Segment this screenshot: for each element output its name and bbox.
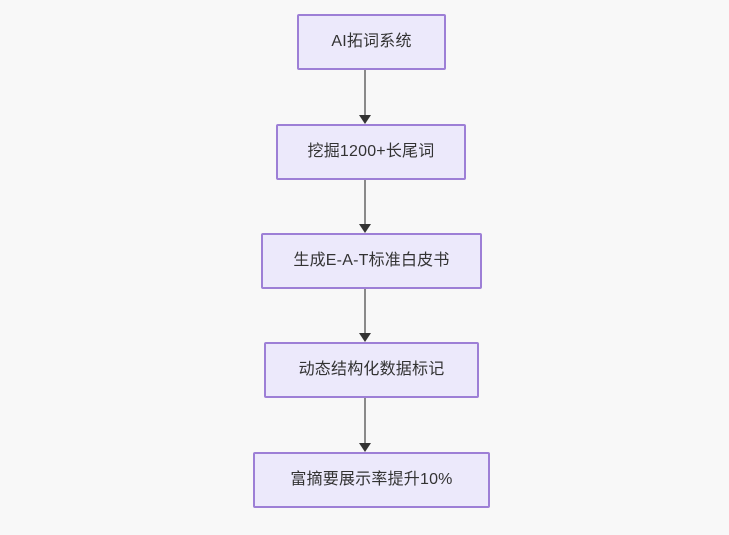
flowchart-node-label: 动态结构化数据标记 (298, 361, 445, 379)
flowchart-node-label: 生成E-A-T标准白皮书 (293, 252, 450, 270)
arrow-down-icon (359, 443, 371, 452)
flowchart-node-ai-keyword-system[interactable]: AI拓词系统 (297, 14, 446, 70)
connector-line (364, 70, 366, 116)
flowchart-arrow-connector (359, 289, 371, 342)
flowchart-node-label: 富摘要展示率提升10% (290, 471, 453, 489)
connector-line (364, 289, 366, 334)
flowchart-node-mine-longtail-keywords[interactable]: 挖掘1200+长尾词 (276, 124, 466, 180)
arrow-down-icon (359, 115, 371, 124)
flowchart-node-label: 挖掘1200+长尾词 (307, 143, 435, 161)
flowchart-node-generate-eat-whitepaper[interactable]: 生成E-A-T标准白皮书 (261, 233, 482, 289)
flowchart-node-rich-snippet-rate-increase[interactable]: 富摘要展示率提升10% (253, 452, 490, 508)
flowchart-arrow-connector (359, 398, 371, 452)
arrow-down-icon (359, 333, 371, 342)
flowchart-arrow-connector (359, 70, 371, 124)
flowchart-node-label: AI拓词系统 (331, 33, 412, 51)
connector-line (364, 398, 366, 444)
flowchart-node-dynamic-structured-data-markup[interactable]: 动态结构化数据标记 (264, 342, 479, 398)
flowchart-arrow-connector (359, 180, 371, 233)
connector-line (364, 180, 366, 225)
arrow-down-icon (359, 224, 371, 233)
